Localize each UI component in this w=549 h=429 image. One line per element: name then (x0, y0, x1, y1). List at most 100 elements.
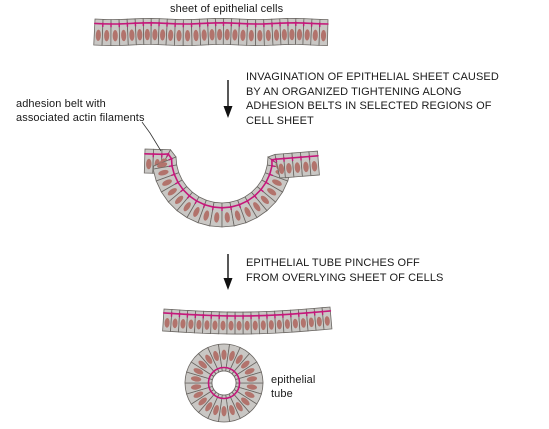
cell-nucleus (244, 368, 255, 375)
adhesion-belt (162, 310, 332, 317)
adhesion-junction (202, 203, 206, 208)
cell-nucleus (112, 29, 118, 42)
cell-nucleus (193, 391, 204, 398)
cell-nucleus (212, 320, 218, 331)
cell-nucleus (244, 320, 250, 331)
cell-nucleus (265, 29, 271, 42)
cell-nucleus (296, 28, 303, 41)
adhesion-junction (174, 181, 180, 185)
epithelial-tube (184, 343, 264, 423)
cell-nucleus (221, 349, 227, 360)
down-arrow-2 (223, 254, 233, 290)
adhesion-belt (93, 22, 329, 25)
cell-nucleus (236, 320, 242, 331)
cell-nucleus (244, 391, 255, 398)
adhesion-junction (268, 173, 273, 177)
cell-nucleus (196, 319, 202, 330)
cell-nucleus (183, 202, 191, 212)
cell-nucleus (121, 29, 127, 42)
cell-nucleus (214, 212, 220, 223)
cell-nucleus (252, 320, 258, 331)
cell-nucleus (260, 195, 270, 205)
cell-nucleus (193, 368, 204, 375)
cell-nucleus (224, 28, 230, 41)
cell-nucleus (228, 320, 234, 331)
cell-nucleus (162, 179, 172, 186)
cell-nucleus (246, 384, 258, 390)
adhesion-belt-leader-line (141, 121, 162, 152)
cell-nucleus (229, 405, 235, 416)
adhesion-junction (180, 188, 185, 193)
cell-nucleus (205, 354, 213, 364)
label-epithelial-tube: epithelial tube (271, 374, 316, 400)
adhesion-junction (186, 194, 191, 199)
adhesion-junction (168, 157, 173, 161)
cell-nucleus (95, 29, 101, 42)
adhesion-junction (166, 152, 170, 158)
cell-nucleus (246, 376, 258, 382)
cell-nucleus (198, 397, 207, 406)
cell-nucleus (174, 195, 184, 205)
overlying-epithelial-sheet (162, 306, 333, 335)
cell-nucleus (104, 29, 110, 42)
adhesion-junction (259, 188, 264, 193)
cell-nucleus (157, 162, 168, 168)
cell-nucleus (308, 317, 314, 328)
caption-invagination-step: INVAGINATION OF EPITHELIAL SHEET CAUSED … (246, 71, 499, 127)
cell-nucleus (304, 29, 310, 41)
cell-nucleus (190, 376, 202, 382)
cell-nucleus (234, 210, 241, 221)
cell-nucleus (235, 402, 243, 412)
cell-nucleus (146, 158, 152, 170)
cell-nucleus (294, 162, 301, 173)
cell-nucleus (137, 29, 143, 41)
tube-lumen (211, 370, 237, 396)
adhesion-junction (270, 164, 276, 168)
cell-nucleus (235, 354, 243, 364)
cell-nucleus (180, 319, 186, 329)
cell-nucleus (260, 320, 266, 331)
down-arrow-1 (223, 80, 233, 118)
adhesion-junction (270, 158, 275, 163)
cell-nucleus (284, 319, 290, 329)
cell-nucleus (268, 320, 274, 330)
cell-nucleus (221, 406, 227, 417)
cell-nucleus (209, 29, 215, 41)
adhesion-junction (264, 181, 270, 185)
cell-nucleus (129, 29, 135, 41)
cell-nucleus (281, 29, 287, 41)
label-sheet-of-epithelial-cells: sheet of epithelial cells (170, 3, 284, 15)
cell-nucleus (201, 29, 207, 41)
tube-adhesion-belt (207, 366, 241, 400)
cell-nucleus (241, 397, 250, 406)
cell-nucleus (220, 320, 226, 331)
label-adhesion-belt: adhesion belt with associated actin fila… (16, 98, 145, 124)
cell-nucleus (244, 207, 251, 217)
adhesion-junction (238, 203, 242, 208)
cell-nucleus (229, 350, 235, 361)
cell-nucleus (224, 212, 230, 223)
cell-nucleus (203, 210, 210, 221)
cell-nucleus (240, 29, 246, 42)
cell-nucleus (213, 405, 219, 416)
cell-nucleus (257, 29, 263, 42)
adhesion-junction (229, 205, 233, 211)
adhesion-junction (194, 199, 198, 205)
cell-nucleus (286, 162, 292, 174)
cell-nucleus (276, 319, 282, 330)
cell-nucleus (273, 29, 280, 41)
cell-nucleus (241, 360, 250, 369)
cell-nucleus (144, 28, 150, 41)
cell-nucleus (292, 318, 298, 329)
cell-nucleus (311, 160, 318, 172)
cell-nucleus (204, 320, 210, 330)
cell-nucleus (289, 28, 295, 41)
cell-nucleus (193, 207, 200, 217)
cell-nucleus (324, 316, 330, 326)
cell-nucleus (316, 316, 322, 327)
cell-nucleus (184, 29, 191, 42)
cell-nucleus (158, 169, 169, 176)
cell-nucleus (278, 163, 285, 175)
cell-nucleus (267, 188, 277, 196)
